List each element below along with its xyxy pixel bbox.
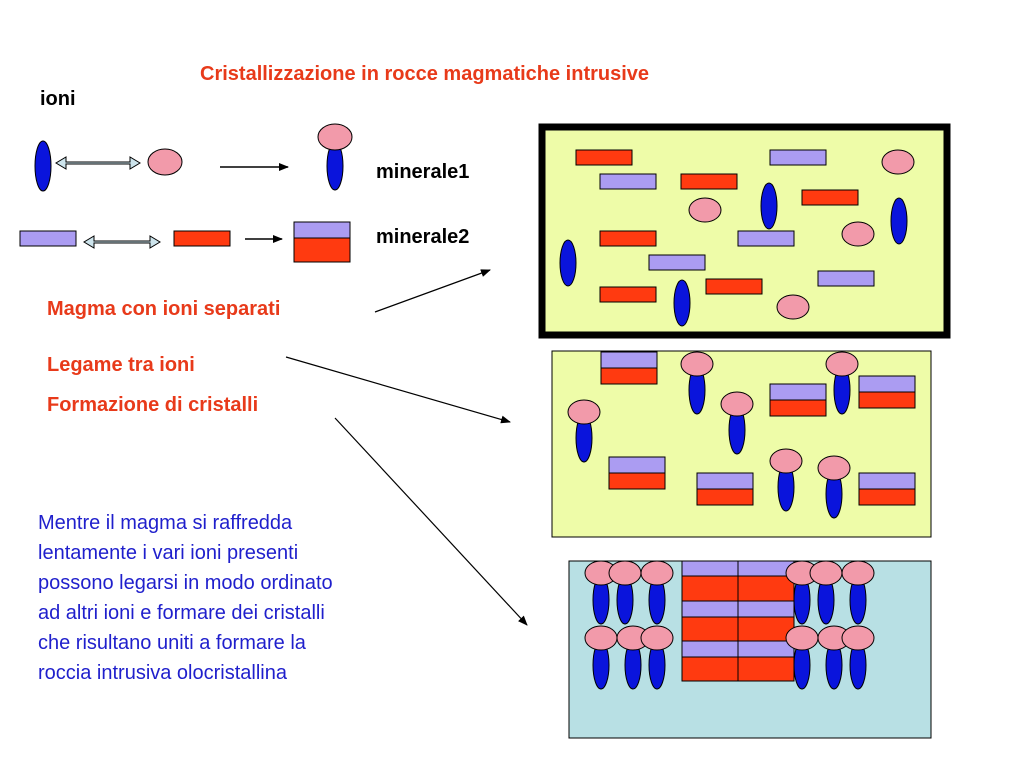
paragraph-line: roccia intrusiva olocristallina	[38, 662, 287, 684]
paragraph-line: Mentre il magma si raffredda	[38, 512, 293, 534]
mineral1-crystal-right	[785, 560, 875, 690]
mineral2-crystal	[681, 560, 795, 682]
pink-ion	[147, 148, 183, 176]
purple-ion	[19, 230, 77, 247]
pointer-arrow-bonding	[285, 356, 511, 424]
step-ion-bonding: Legame tra ioni	[47, 354, 195, 376]
red-ion	[173, 230, 231, 247]
paragraph-line: ad altri ioni e formare dei cristalli	[38, 602, 325, 624]
double-arrow-icon	[55, 156, 141, 170]
mineral2-molecule	[293, 221, 351, 263]
legend-mineral1	[34, 123, 353, 192]
paragraph-line: possono legarsi in modo ordinato	[38, 572, 333, 594]
bonding-box	[551, 350, 932, 538]
step-separated-ions: Magma con ioni separati	[47, 298, 281, 320]
mineral1-crystal-left	[584, 560, 674, 690]
double-arrow-icon	[83, 235, 161, 249]
mineral1-molecule	[317, 123, 353, 191]
mineral1-label: minerale1	[376, 161, 470, 183]
mineral2-label: minerale2	[376, 226, 470, 248]
page-title: Cristallizzazione in rocce magmatiche in…	[200, 63, 650, 85]
paragraph-line: lentamente i vari ioni presenti	[38, 542, 299, 564]
paragraph-line: che risultano uniti a formare la	[38, 632, 306, 654]
pointer-arrow-crystals	[334, 417, 528, 626]
legend-mineral2	[19, 221, 351, 263]
magma-box	[538, 123, 951, 339]
blue-ion	[34, 140, 52, 192]
pointer-arrow-magma	[374, 269, 491, 313]
crystal-box	[568, 560, 932, 739]
step-crystal-formation: Formazione di cristalli	[47, 394, 259, 416]
explanation-paragraph: Mentre il magma si raffredda lentamente …	[38, 508, 438, 688]
ions-label: ioni	[40, 88, 76, 110]
